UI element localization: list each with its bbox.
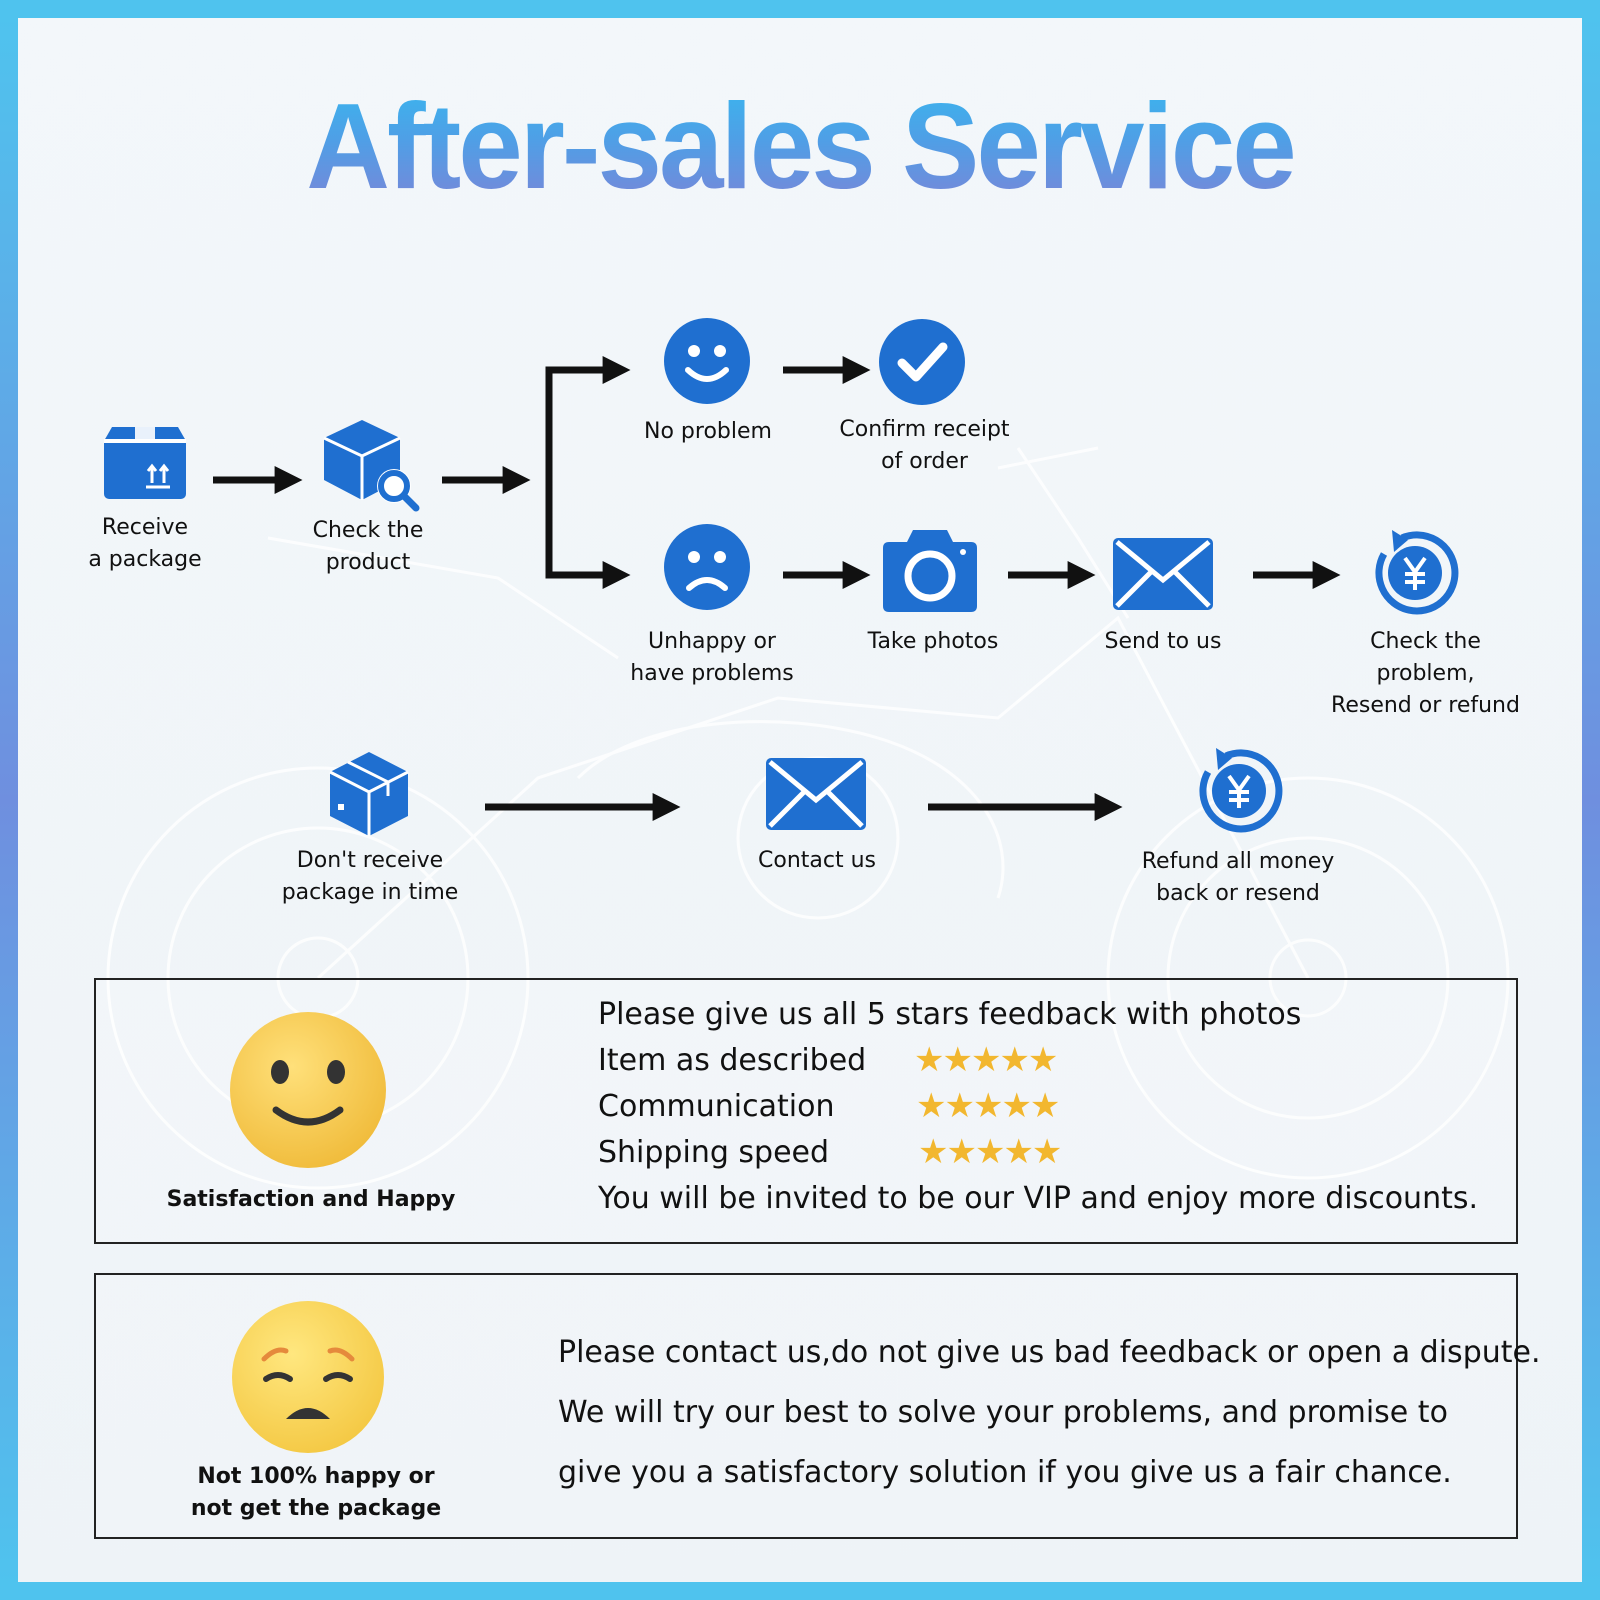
rating-label: Item as described (598, 1043, 867, 1078)
refund-label: Refund all money back or resend (1141, 849, 1335, 906)
rating-stars: ★★★★★ (914, 1040, 1058, 1080)
unhappy-feedback-box: Not 100% happy or not get the package Pl… (94, 1273, 1541, 1539)
unhappy-line: Please contact us,do not give us bad fee… (558, 1335, 1541, 1370)
happy-caption: Satisfaction and Happy (166, 1187, 456, 1212)
cube-search-icon (323, 420, 420, 512)
happy-feedback-box: Satisfaction and Happy Please give us al… (94, 978, 1518, 1244)
unhappy-line: We will try our best to solve your probl… (558, 1395, 1448, 1430)
happy-emoji-icon (230, 1012, 386, 1168)
check-label: Check the product (312, 518, 424, 575)
receive-label: Receive a package (88, 515, 202, 572)
not-received-label: Don't receive package in time (281, 848, 459, 905)
refund-icon (1199, 748, 1283, 833)
branch-bracket (545, 366, 612, 579)
send-label: Send to us (1104, 629, 1222, 654)
confirm-label: Confirm receipt of order (839, 417, 1010, 474)
box-icon (104, 427, 186, 499)
check-circle-icon (879, 319, 965, 405)
sad-emoji-icon (232, 1301, 384, 1453)
photos-label: Take photos (867, 629, 999, 654)
rating-stars: ★★★★★ (918, 1132, 1062, 1172)
sad-face-icon (664, 524, 750, 610)
envelope-icon (1113, 538, 1213, 610)
happy-footer: You will be invited to be our VIP and en… (598, 1181, 1479, 1216)
contact-label: Contact us (758, 848, 876, 873)
check-problem-label: Check the problem, Resend or refund (1331, 629, 1520, 718)
flow-arrows (213, 356, 1341, 821)
camera-icon (883, 530, 977, 612)
unhappy-caption: Not 100% happy or not get the package (190, 1464, 442, 1521)
rating-label: Shipping speed (598, 1135, 830, 1170)
cube-icon (329, 752, 409, 836)
no-problem-label: No problem (644, 419, 772, 444)
happy-heading: Please give us all 5 stars feedback with… (598, 997, 1302, 1032)
envelope-icon (766, 758, 866, 830)
rating-stars: ★★★★★ (916, 1086, 1060, 1126)
refund-icon (1375, 530, 1459, 615)
unhappy-label: Unhappy or have problems (630, 629, 794, 686)
rating-label: Communication (598, 1089, 835, 1124)
page-title: After-sales Service (18, 85, 1582, 207)
smiley-icon (664, 318, 750, 404)
unhappy-line: give you a satisfactory solution if you … (558, 1455, 1452, 1490)
